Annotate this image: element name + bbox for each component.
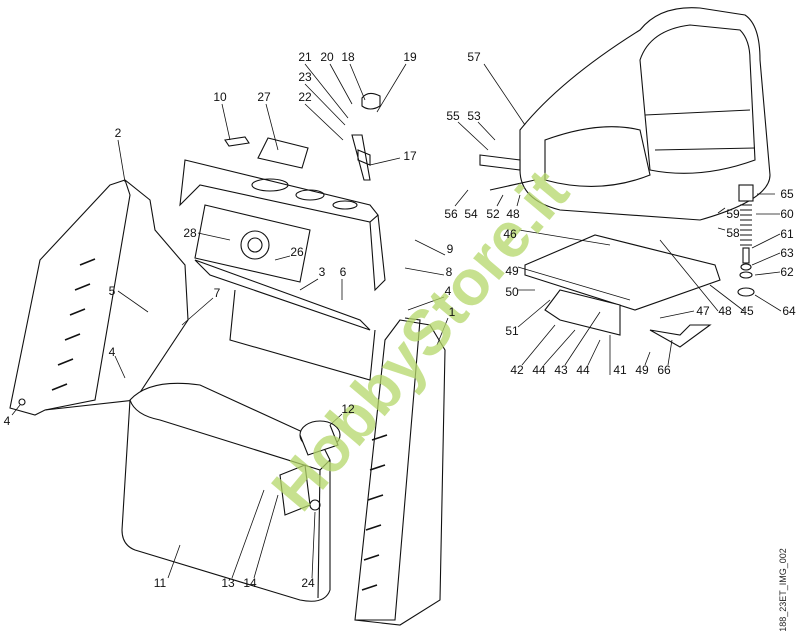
- part-label: 49: [505, 264, 519, 278]
- part-label: 42: [510, 363, 524, 377]
- part-label: 57: [467, 50, 481, 64]
- part-label: 21: [298, 50, 312, 64]
- part-27: [257, 137, 309, 169]
- part-label: 2: [114, 126, 122, 140]
- part-label: 48: [506, 207, 520, 221]
- leader-lines: [11, 63, 782, 579]
- left-side-panel: [9, 179, 189, 416]
- part-label: 53: [467, 109, 481, 123]
- seat: [519, 7, 771, 221]
- part-label: 12: [341, 402, 355, 416]
- part-label: 48: [718, 304, 732, 318]
- part-label: 9: [446, 242, 454, 256]
- part-label: 14: [243, 576, 257, 590]
- part-label: 22: [298, 90, 312, 104]
- part-label: 45: [740, 304, 754, 318]
- part-label: 27: [257, 90, 271, 104]
- part-label: 58: [726, 226, 740, 240]
- part-label: 13: [221, 576, 235, 590]
- lever-assembly: [351, 134, 371, 181]
- part-label: 18: [341, 50, 355, 64]
- part-label: 19: [403, 50, 417, 64]
- part-label: 62: [780, 265, 794, 279]
- part-label: 49: [635, 363, 649, 377]
- part-label: 6: [339, 265, 347, 279]
- part-label: 61: [780, 227, 794, 241]
- part-label: 24: [301, 576, 315, 590]
- part-label: 4: [444, 284, 452, 298]
- spring-18: [361, 92, 381, 110]
- part-label: 8: [445, 265, 453, 279]
- upper-frame: [179, 159, 386, 381]
- part-label: 26: [290, 245, 304, 259]
- part-label: 4: [108, 345, 116, 359]
- part-label: 41: [613, 363, 627, 377]
- part-label: 1: [448, 305, 456, 319]
- part-label: 20: [320, 50, 334, 64]
- part-label: 46: [503, 227, 517, 241]
- part-label: 5: [108, 284, 116, 298]
- part-label: 47: [696, 304, 710, 318]
- part-label: 65: [780, 187, 794, 201]
- part-label: 59: [726, 207, 740, 221]
- part-label: 10: [213, 90, 227, 104]
- shock-absorber: [737, 184, 755, 297]
- part-label: 28: [183, 226, 197, 240]
- part-label: 23: [298, 70, 312, 84]
- part-label: 11: [153, 576, 167, 590]
- part-label: 44: [576, 363, 590, 377]
- part-label: 44: [532, 363, 546, 377]
- part-label: 54: [464, 207, 478, 221]
- part-label: 3: [318, 265, 326, 279]
- part-label: 17: [403, 149, 417, 163]
- fuel-tank: [121, 382, 341, 602]
- part-label: 55: [446, 109, 460, 123]
- part-label: 43: [554, 363, 568, 377]
- part-label: 4: [3, 414, 11, 428]
- seat-plate: [479, 154, 721, 348]
- part-label: 66: [657, 363, 671, 377]
- part-label: 51: [505, 324, 519, 338]
- part-label: 63: [780, 246, 794, 260]
- part-label: 60: [780, 207, 794, 221]
- image-code: 188_23ET_IMG_002: [778, 548, 788, 631]
- part-10: [224, 136, 250, 147]
- part-label: 56: [444, 207, 458, 221]
- part-label: 52: [486, 207, 500, 221]
- part-label: 64: [782, 304, 796, 318]
- part-label: 50: [505, 285, 519, 299]
- part-label: 7: [213, 286, 221, 300]
- right-side-panel: [354, 317, 446, 626]
